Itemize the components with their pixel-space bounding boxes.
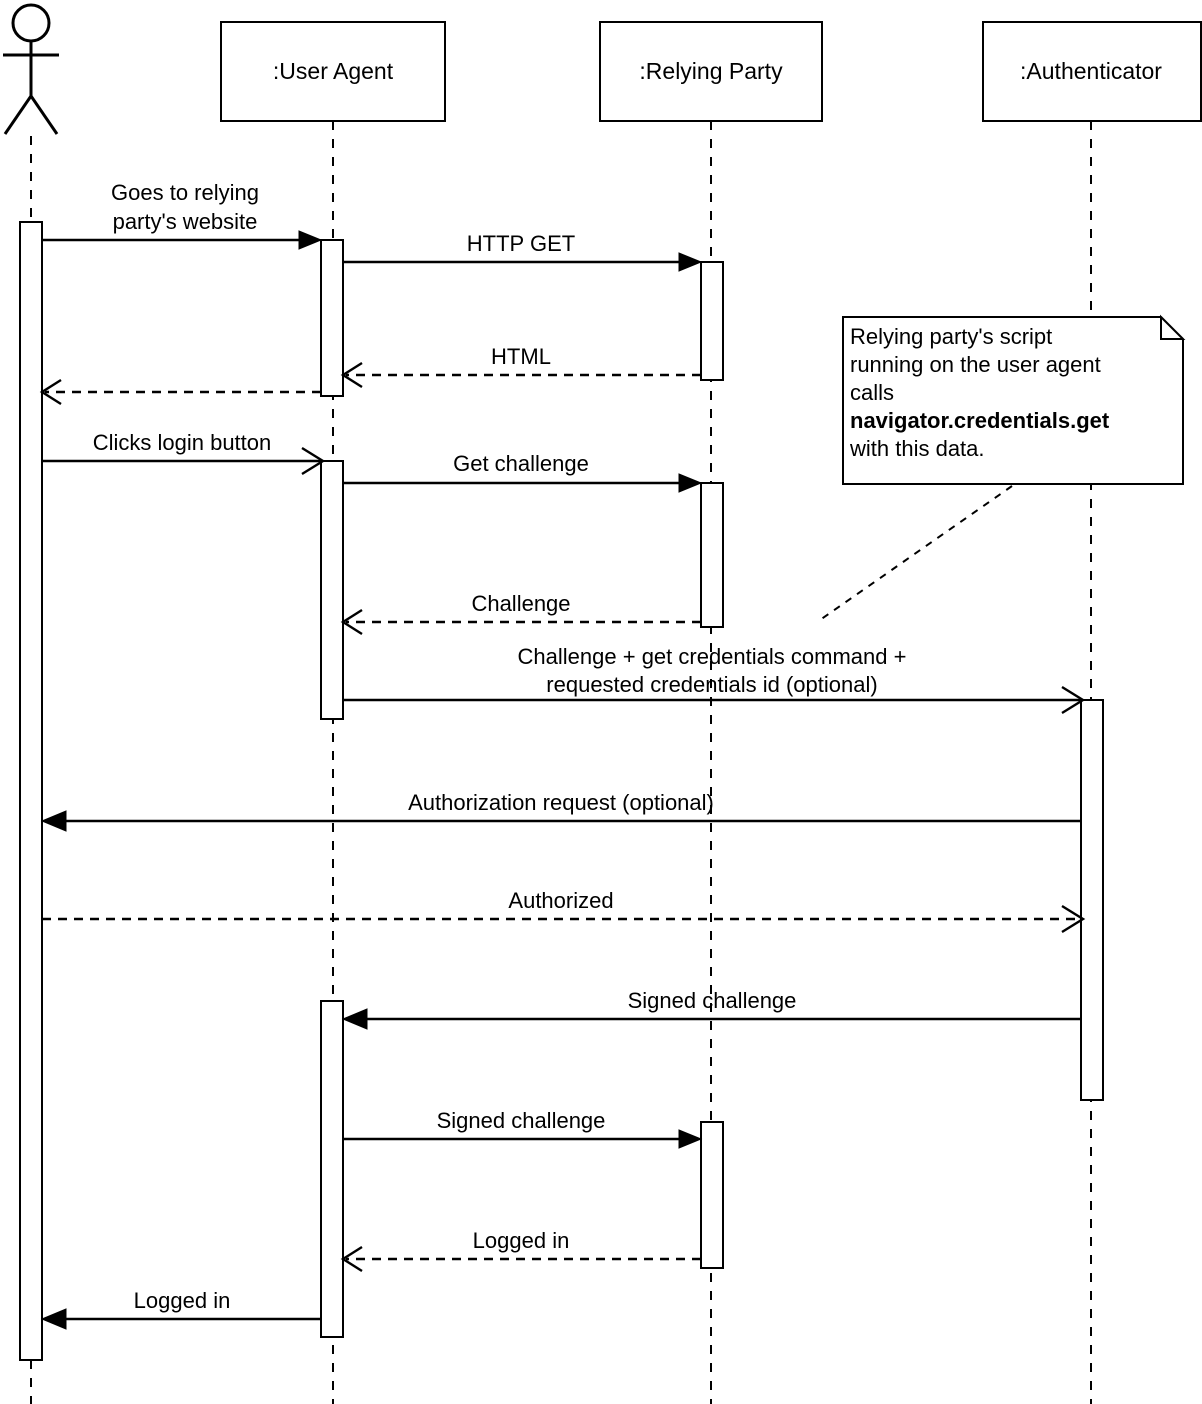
message-label: Challenge	[471, 591, 570, 616]
note-line-2: running on the user agent	[850, 352, 1101, 377]
arrowhead-filled-left	[341, 1008, 368, 1030]
note-line-1: Relying party's script	[850, 324, 1052, 349]
message-challenge-get-credentials-command[interactable]: Challenge + get credentials command + re…	[343, 644, 1086, 715]
message-label: Signed challenge	[437, 1108, 606, 1133]
message-label: Clicks login button	[93, 430, 272, 455]
message-get-challenge[interactable]: Get challenge	[343, 451, 703, 493]
message-label: Logged in	[134, 1288, 231, 1313]
note-fold-corner-icon	[1160, 314, 1186, 340]
arrowhead-filled-right	[298, 230, 323, 250]
note-body	[842, 316, 1184, 485]
actor-leg-right-icon	[29, 95, 59, 135]
note-navigator-credentials-get[interactable]: Relying party's script running on the us…	[819, 314, 1186, 621]
participant-user-agent-box[interactable]	[220, 21, 446, 122]
message-label-line-2: party's website	[113, 209, 258, 234]
arrowhead-open-right	[1061, 904, 1086, 934]
activation-relying-party-3	[700, 1121, 724, 1269]
participant-relying-party-label: :Relying Party	[639, 58, 783, 84]
arrowhead-filled-right	[678, 252, 703, 272]
arrowhead-open-right	[1061, 685, 1086, 715]
arrowhead-filled-right	[678, 473, 703, 493]
activation-authenticator-1	[1080, 699, 1104, 1101]
message-challenge[interactable]: Challenge	[340, 591, 701, 636]
message-authorization-request[interactable]: Authorization request (optional)	[40, 790, 1081, 832]
arrowhead-filled-left	[40, 810, 67, 832]
arrowhead-open-right	[301, 446, 326, 476]
message-label: Authorized	[508, 888, 613, 913]
actor-head-icon	[11, 3, 51, 43]
participant-authenticator[interactable]: :Authenticator	[982, 21, 1202, 122]
message-label: HTTP GET	[467, 231, 575, 256]
arrowhead-filled-left	[40, 1308, 67, 1330]
message-logged-in-to-user[interactable]: Logged in	[40, 1288, 321, 1330]
message-http-get[interactable]: HTTP GET	[343, 231, 703, 272]
participant-authenticator-box[interactable]	[982, 21, 1202, 122]
participant-user-agent[interactable]: :User Agent	[220, 21, 446, 122]
participant-user-agent-label: :User Agent	[273, 58, 394, 84]
activation-relying-party-2	[700, 482, 724, 628]
arrowhead-open-left	[39, 378, 62, 406]
message-label: Get challenge	[453, 451, 589, 476]
note-connector-line	[819, 485, 1013, 621]
message-html[interactable]: HTML	[340, 344, 701, 389]
message-goes-to-relying-party-website[interactable]: Goes to relying party's website	[42, 180, 323, 250]
note-line-3: calls	[850, 380, 894, 405]
participant-user-actor[interactable]	[3, 3, 59, 135]
note-line-5: with this data.	[849, 436, 985, 461]
message-authorized[interactable]: Authorized	[42, 888, 1086, 934]
activation-user-agent-2	[320, 460, 344, 720]
message-clicks-login-button[interactable]: Clicks login button	[42, 430, 326, 476]
message-logged-in-to-user-agent[interactable]: Logged in	[340, 1228, 701, 1273]
note-line-4-api-call: navigator.credentials.get	[850, 408, 1110, 433]
message-signed-challenge-to-user-agent[interactable]: Signed challenge	[341, 988, 1081, 1030]
message-label: Logged in	[473, 1228, 570, 1253]
participant-relying-party-box[interactable]	[599, 21, 823, 122]
message-label: HTML	[491, 344, 551, 369]
arrowhead-open-left	[340, 1245, 363, 1273]
arrowhead-open-left	[340, 361, 363, 389]
message-label: Authorization request (optional)	[408, 790, 714, 815]
message-return-to-user-unlabeled[interactable]	[39, 378, 321, 406]
arrowhead-filled-right	[678, 1129, 703, 1149]
activation-user-agent-1	[320, 239, 344, 397]
participant-authenticator-label: :Authenticator	[1020, 58, 1162, 84]
activation-user	[19, 221, 43, 1361]
activation-relying-party-1	[700, 261, 724, 381]
message-signed-challenge-to-relying-party[interactable]: Signed challenge	[343, 1108, 703, 1149]
message-label-line-2: requested credentials id (optional)	[546, 672, 877, 697]
message-label-line-1: Challenge + get credentials command +	[518, 644, 907, 669]
message-label-line-1: Goes to relying	[111, 180, 259, 205]
actor-leg-left-icon	[3, 95, 33, 135]
arrowhead-open-left	[340, 608, 363, 636]
message-label: Signed challenge	[628, 988, 797, 1013]
activation-user-agent-3	[320, 1000, 344, 1338]
participant-relying-party[interactable]: :Relying Party	[599, 21, 823, 122]
